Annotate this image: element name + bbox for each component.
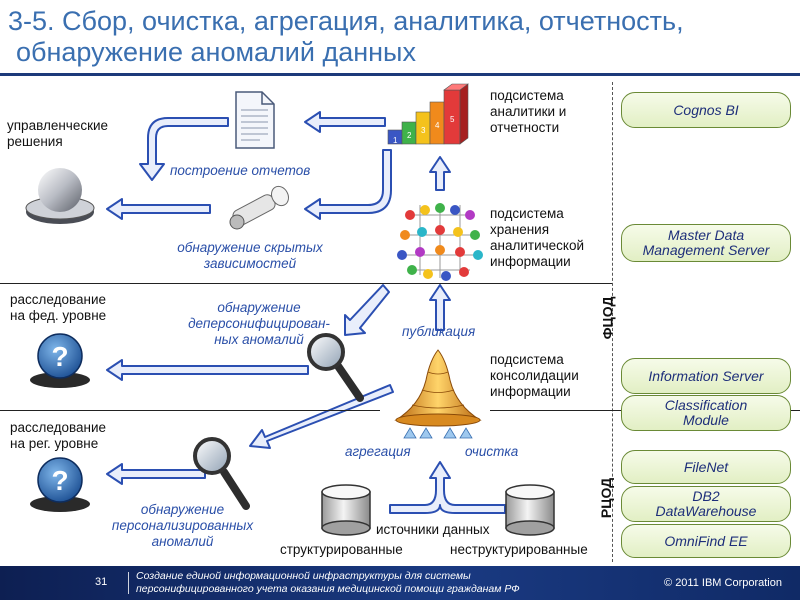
product-omnifind-ee: OmniFind EE [621,524,791,558]
label-structured: структурированные [280,542,403,557]
footer-caption: Создание единой информационной инфрастру… [136,570,520,595]
arrow-hidden-to-decisions [106,198,211,220]
svg-text:?: ? [51,341,68,372]
label-data-sources: источники данных [376,522,490,537]
stairs-number-5: 5 [450,115,455,124]
database-structured-icon [321,484,371,536]
separator-federal-left [0,410,380,411]
database-unstructured-icon [505,484,555,536]
arrow-to-regional [106,463,206,485]
arrow-to-federal [106,359,309,381]
arrow-diagonal-to-magnifier [344,284,390,336]
stairs-number-2: 2 [407,131,412,140]
slide-footer: 31 Создание единой информационной инфрас… [0,566,800,600]
title-line-2: обнаружение аномалий данных [16,37,416,67]
data-cube-icon [397,203,483,281]
product-cognos-bi: Cognos BI [621,92,791,128]
magnifier-depersonalized-icon [307,333,364,402]
page-number: 31 [95,576,108,588]
zone-label-rcod: РЦОД [598,477,615,519]
svg-text:?: ? [51,465,68,496]
separator-decisions [0,283,612,284]
stairs-number-1: 1 [393,136,398,145]
arrow-cone-to-cube [429,284,451,331]
magnifier-personalized-icon [193,437,250,510]
zone-label-fcod: ФЦОД [599,296,616,340]
arrow-document-to-decisions [139,117,229,181]
arrow-diagonal-to-regional-magnifier [249,384,394,449]
question-federal-icon: ? [30,333,90,388]
footer-copyright: © 2011 IBM Corporation [664,577,782,589]
title-line-1: 3-5. Сбор, очистка, агрегация, аналитика… [8,6,684,36]
arrow-stairs-to-hidden [304,149,392,220]
stairs-number-3: 3 [421,126,426,135]
label-publication: публикация [402,324,476,339]
flashlight-icon [229,185,289,230]
label-cleaning: очистка [465,444,519,459]
product-filenet: FileNet [621,450,791,484]
zone-separator-vertical [612,82,613,562]
crystal-ball-icon [25,168,95,224]
product-information-server: Information Server [621,358,791,394]
stairs-chart-icon [387,83,469,145]
label-aggregation: агрегация [345,444,411,459]
arrow-cube-to-stairs [429,156,451,191]
document-icon [235,91,275,149]
question-regional-icon: ? [30,457,90,512]
label-report-building: построение отчетов [170,163,311,178]
slide-title: 3-5. Сбор, очистка, агрегация, аналитика… [8,6,798,68]
flow-arrows [106,111,506,514]
footer-divider [128,572,129,594]
arrow-sources-merge [389,461,506,514]
label-unstructured: неструктурированные [450,542,588,557]
title-underline [0,73,800,76]
funnel-cone-icon [394,349,482,439]
arrow-to-document [304,111,386,133]
stairs-number-4: 4 [435,121,440,130]
